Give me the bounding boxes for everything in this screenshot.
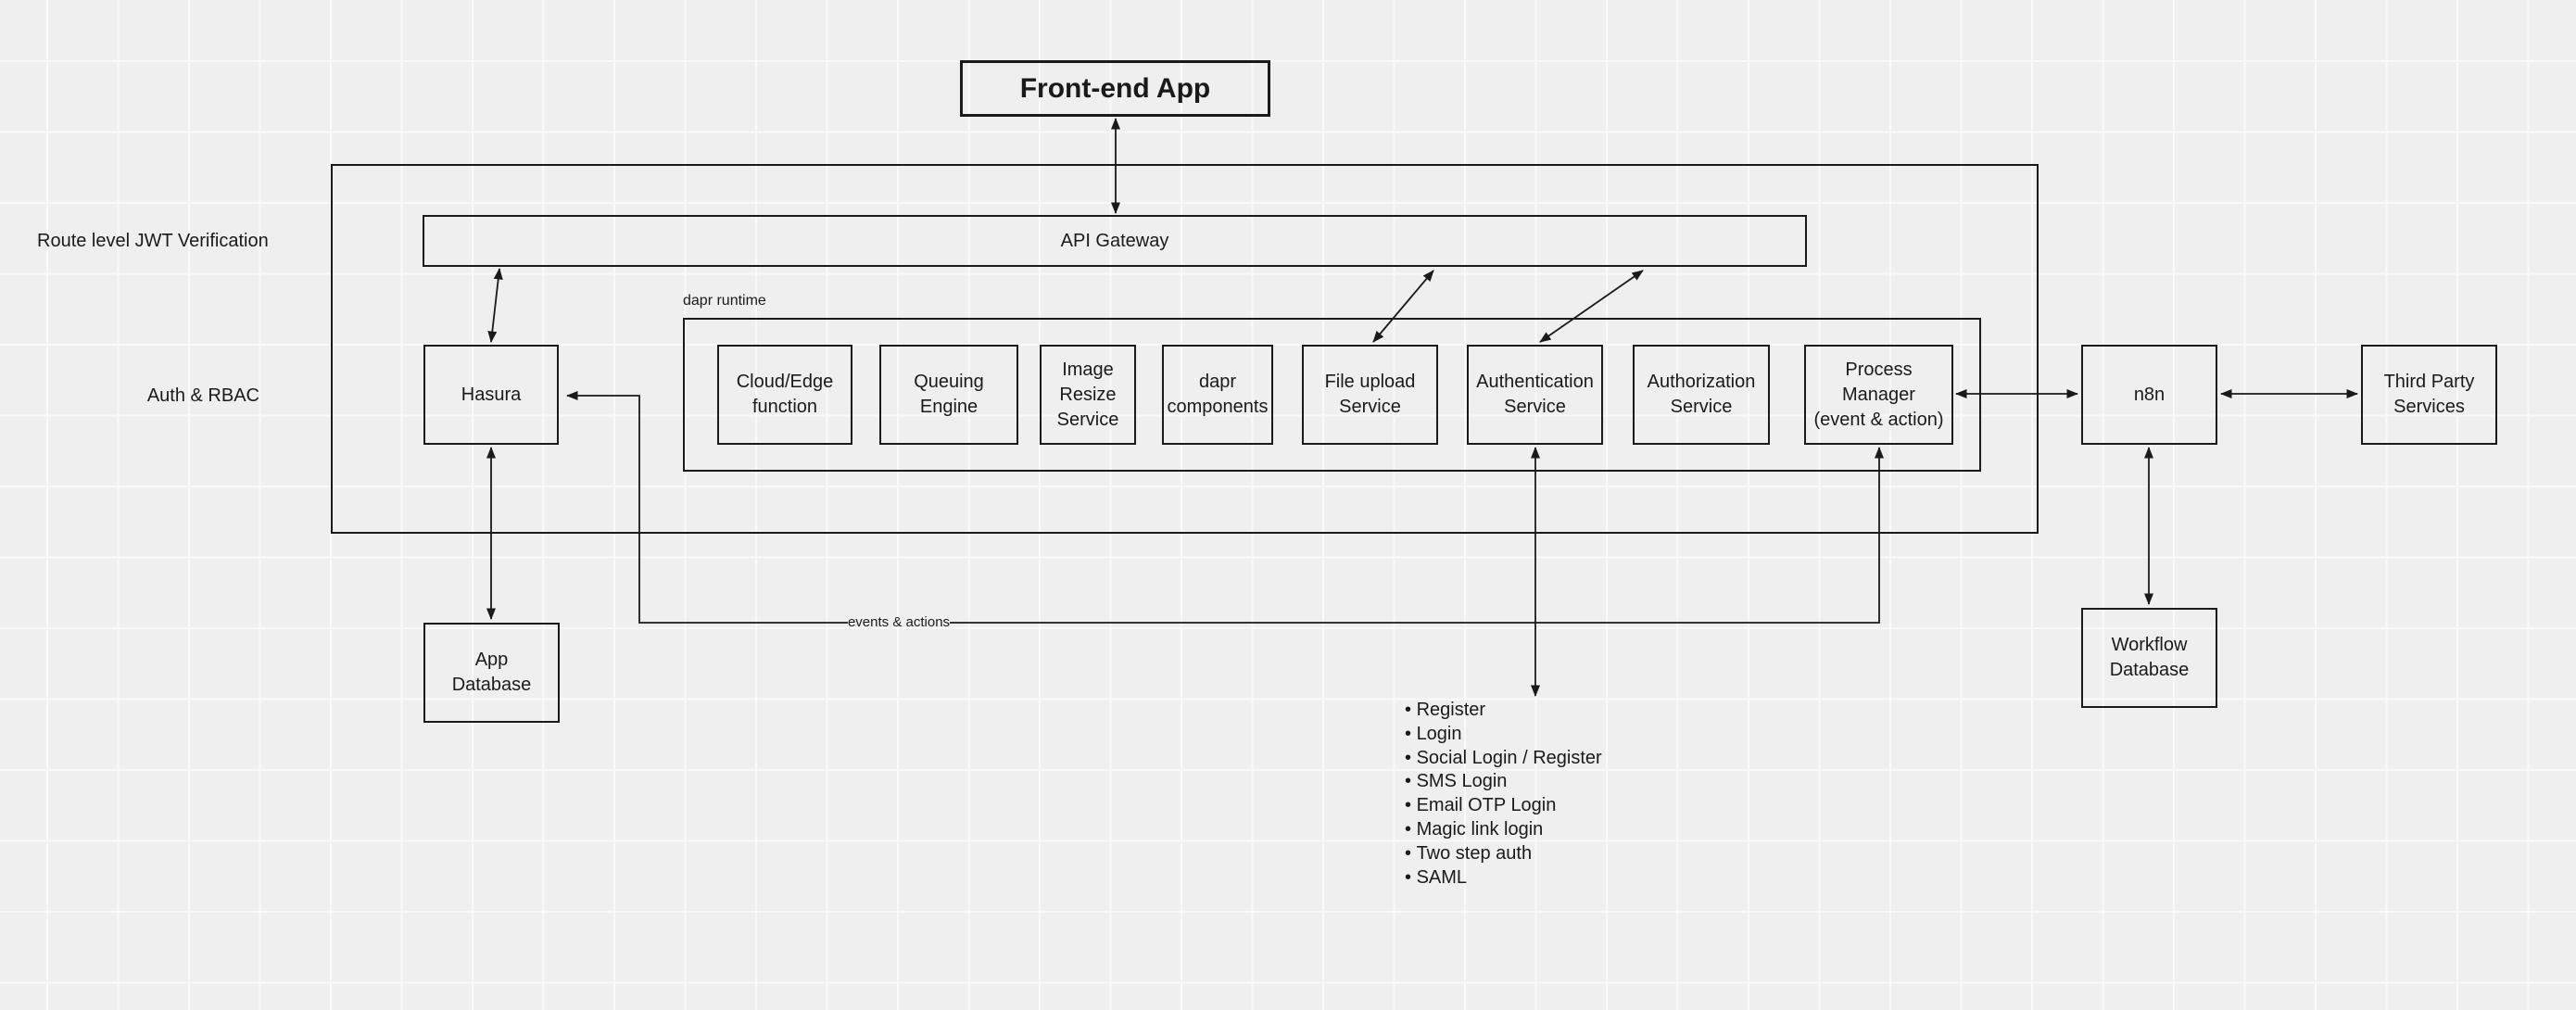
edge-api-gateway-authentication[interactable]: [1539, 270, 1644, 343]
node-dapr-components[interactable]: dapr components: [1162, 345, 1273, 445]
auth-method-item: SAML: [1405, 866, 1602, 890]
edge-api-gateway-file-upload[interactable]: [1372, 270, 1434, 343]
node-label: Authorization Service: [1647, 372, 1756, 417]
edge-events-hasura-left-segment[interactable]: [566, 391, 848, 624]
node-authorization-service[interactable]: Authorization Service: [1633, 345, 1770, 445]
node-cloud-edge-function[interactable]: Cloud/Edge function: [717, 345, 852, 445]
auth-method-item: Magic link login: [1405, 818, 1602, 842]
node-label: Third Party Services: [2383, 372, 2475, 417]
node-label: Image Resize Service: [1056, 359, 1119, 430]
auth-method-item: Social Login / Register: [1405, 747, 1602, 771]
auth-method-item: SMS Login: [1405, 770, 1602, 794]
node-queuing-engine[interactable]: Queuing Engine: [879, 345, 1018, 445]
node-label: App Database: [451, 650, 532, 695]
label-dapr-runtime[interactable]: dapr runtime: [683, 293, 766, 309]
node-file-upload-service[interactable]: File upload Service: [1302, 345, 1438, 445]
dapr-runtime-box[interactable]: [683, 318, 1981, 472]
node-third-party-services[interactable]: Third Party Services: [2361, 345, 2497, 445]
node-hasura[interactable]: Hasura: [423, 345, 559, 445]
auth-methods-list[interactable]: Register Login Social Login / Register S…: [1405, 699, 1602, 890]
node-frontend-app[interactable]: Front-end App: [960, 60, 1270, 117]
node-label: Queuing Engine: [914, 372, 984, 417]
node-label: Authentication Service: [1476, 372, 1594, 417]
auth-method-item: Two step auth: [1405, 842, 1602, 866]
node-label: Workflow Database: [2109, 635, 2190, 680]
node-label: File upload Service: [1324, 372, 1416, 417]
edge-process-manager-events-right-segment[interactable]: [950, 447, 1884, 624]
node-label: Process Manager (event & action): [1813, 359, 1944, 430]
auth-method-item: Login: [1405, 723, 1602, 747]
node-image-resize-service[interactable]: Image Resize Service: [1040, 345, 1136, 445]
node-label: n8n: [2133, 384, 2166, 405]
node-label: Hasura: [461, 384, 522, 405]
node-authentication-service[interactable]: Authentication Service: [1467, 345, 1603, 445]
node-label: dapr components: [1167, 372, 1269, 417]
label-route-level-jwt-verification[interactable]: Route level JWT Verification: [37, 231, 269, 251]
node-app-database[interactable]: App Database: [423, 623, 560, 723]
node-workflow-database[interactable]: Workflow Database: [2081, 608, 2217, 708]
edge-api-gateway-hasura[interactable]: [487, 268, 503, 343]
node-label: API Gateway: [1060, 230, 1169, 251]
auth-method-item: Register: [1405, 699, 1602, 723]
auth-method-item: Email OTP Login: [1405, 794, 1602, 818]
node-label: Cloud/Edge function: [736, 372, 834, 417]
label-events-and-actions[interactable]: events & actions: [847, 614, 951, 630]
node-label: Front-end App: [1019, 72, 1211, 104]
node-api-gateway[interactable]: API Gateway: [423, 215, 1807, 267]
outer-boundary-box[interactable]: [331, 164, 2039, 534]
node-process-manager[interactable]: Process Manager (event & action): [1804, 345, 1953, 445]
node-n8n[interactable]: n8n: [2081, 345, 2217, 445]
label-auth-and-rbac[interactable]: Auth & RBAC: [146, 385, 259, 406]
